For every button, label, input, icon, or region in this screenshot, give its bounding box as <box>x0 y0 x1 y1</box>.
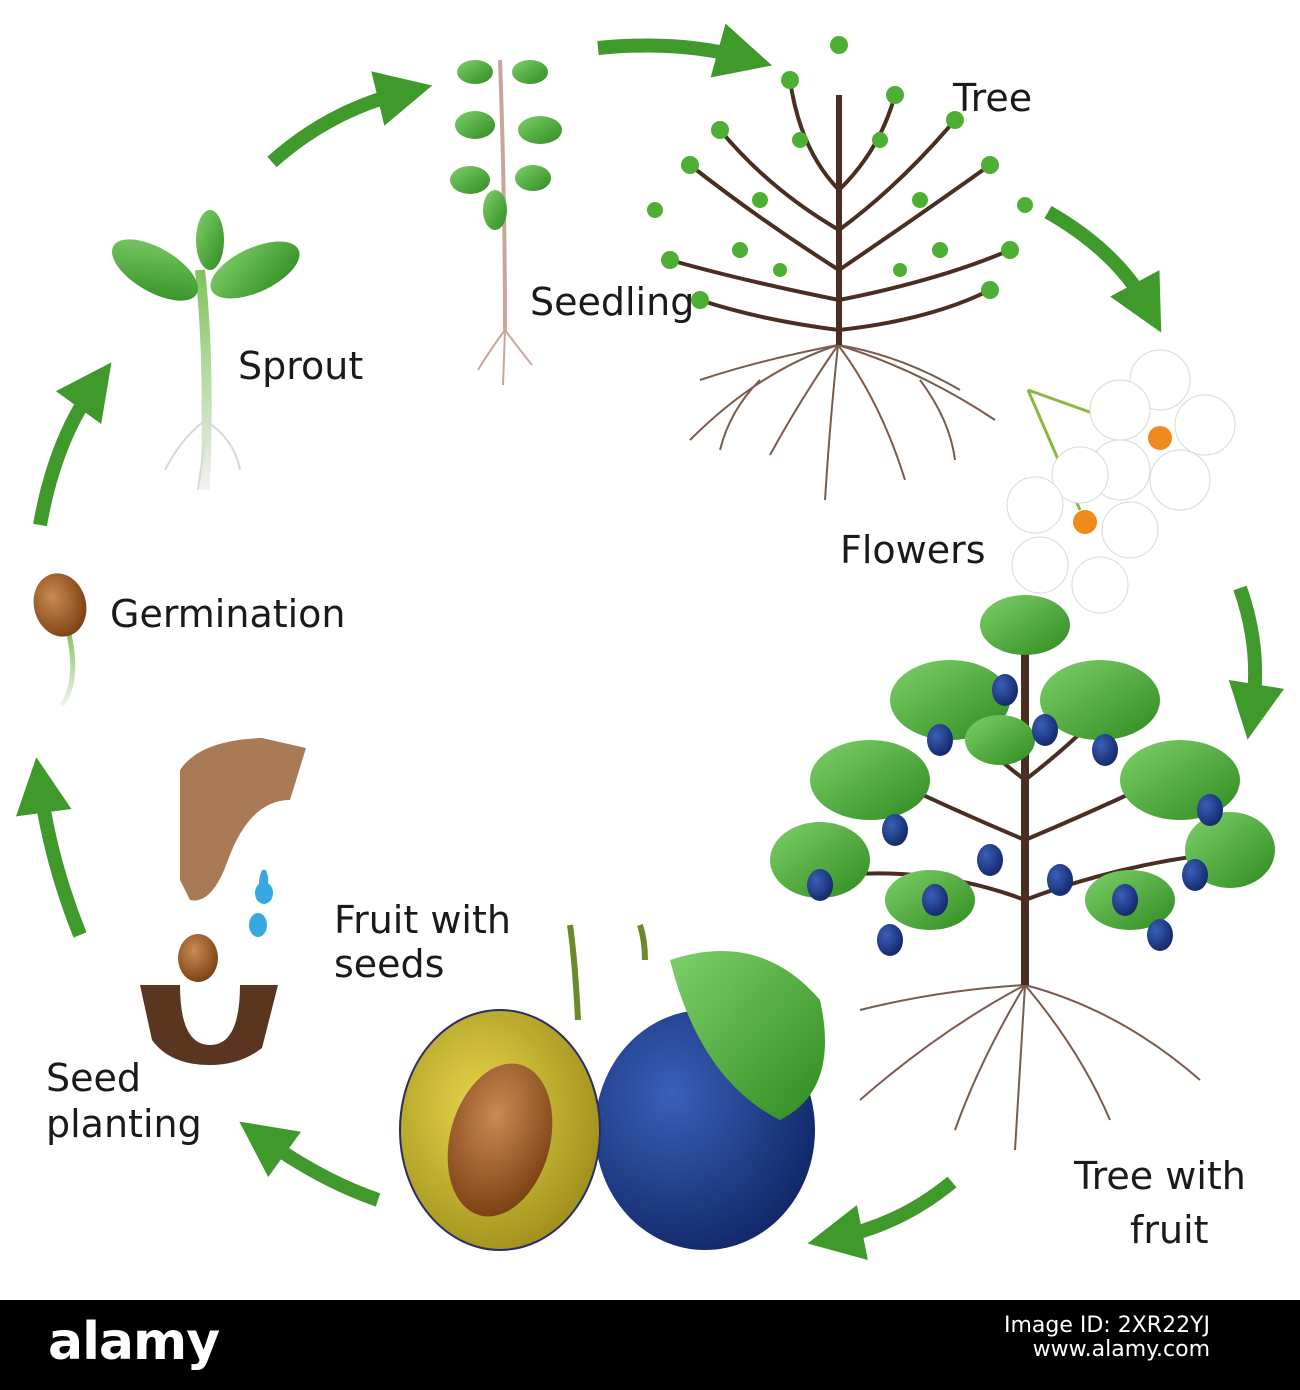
label-seed-planting-line2: planting <box>46 1104 202 1144</box>
watermark-image-id: Image ID: 2XR22YJ www.alamy.com <box>1004 1314 1210 1362</box>
watermark-site-text: www.alamy.com <box>1004 1338 1210 1362</box>
label-seed-planting-line1: Seed <box>46 1058 141 1098</box>
flowers-illustration <box>1007 350 1235 613</box>
label-tree-fruit-line2: fruit <box>1130 1210 1209 1250</box>
label-seedling: Seedling <box>530 282 694 322</box>
label-fruit-line1: Fruit with <box>334 900 511 940</box>
label-tree: Tree <box>953 78 1032 118</box>
seed-planting-illustration <box>140 738 306 1065</box>
watermark-id-text: Image ID: 2XR22YJ <box>1004 1314 1210 1338</box>
label-germination: Germination <box>110 594 346 634</box>
arrow-sprout-to-seedling <box>272 92 405 162</box>
fruit-illustration <box>400 925 825 1250</box>
arrow-seedling-to-tree <box>598 46 745 58</box>
plum-life-cycle-diagram: Tree Seedling Sprout Flowers Germination… <box>0 0 1300 1300</box>
arrow-tree-to-flowers <box>1048 212 1148 308</box>
arrow-fruit-to-planting <box>262 1138 378 1200</box>
arrow-flowers-to-treefruit <box>1240 588 1255 712</box>
seedling-illustration <box>450 60 562 385</box>
watermark-footer: alamy Image ID: 2XR22YJ www.alamy.com <box>0 1300 1300 1390</box>
arrow-treefruit-to-fruit <box>835 1182 952 1238</box>
label-tree-fruit-line1: Tree with <box>1074 1156 1246 1196</box>
watermark-logo: alamy <box>48 1312 219 1372</box>
label-flowers: Flowers <box>840 530 986 570</box>
arrow-planting-to-germination <box>40 785 80 935</box>
germination-illustration <box>27 567 94 705</box>
label-sprout: Sprout <box>238 346 363 386</box>
tree-with-fruit-illustration <box>770 595 1275 1150</box>
arrow-germination-to-sprout <box>40 385 95 525</box>
label-fruit-line2: seeds <box>334 944 444 984</box>
